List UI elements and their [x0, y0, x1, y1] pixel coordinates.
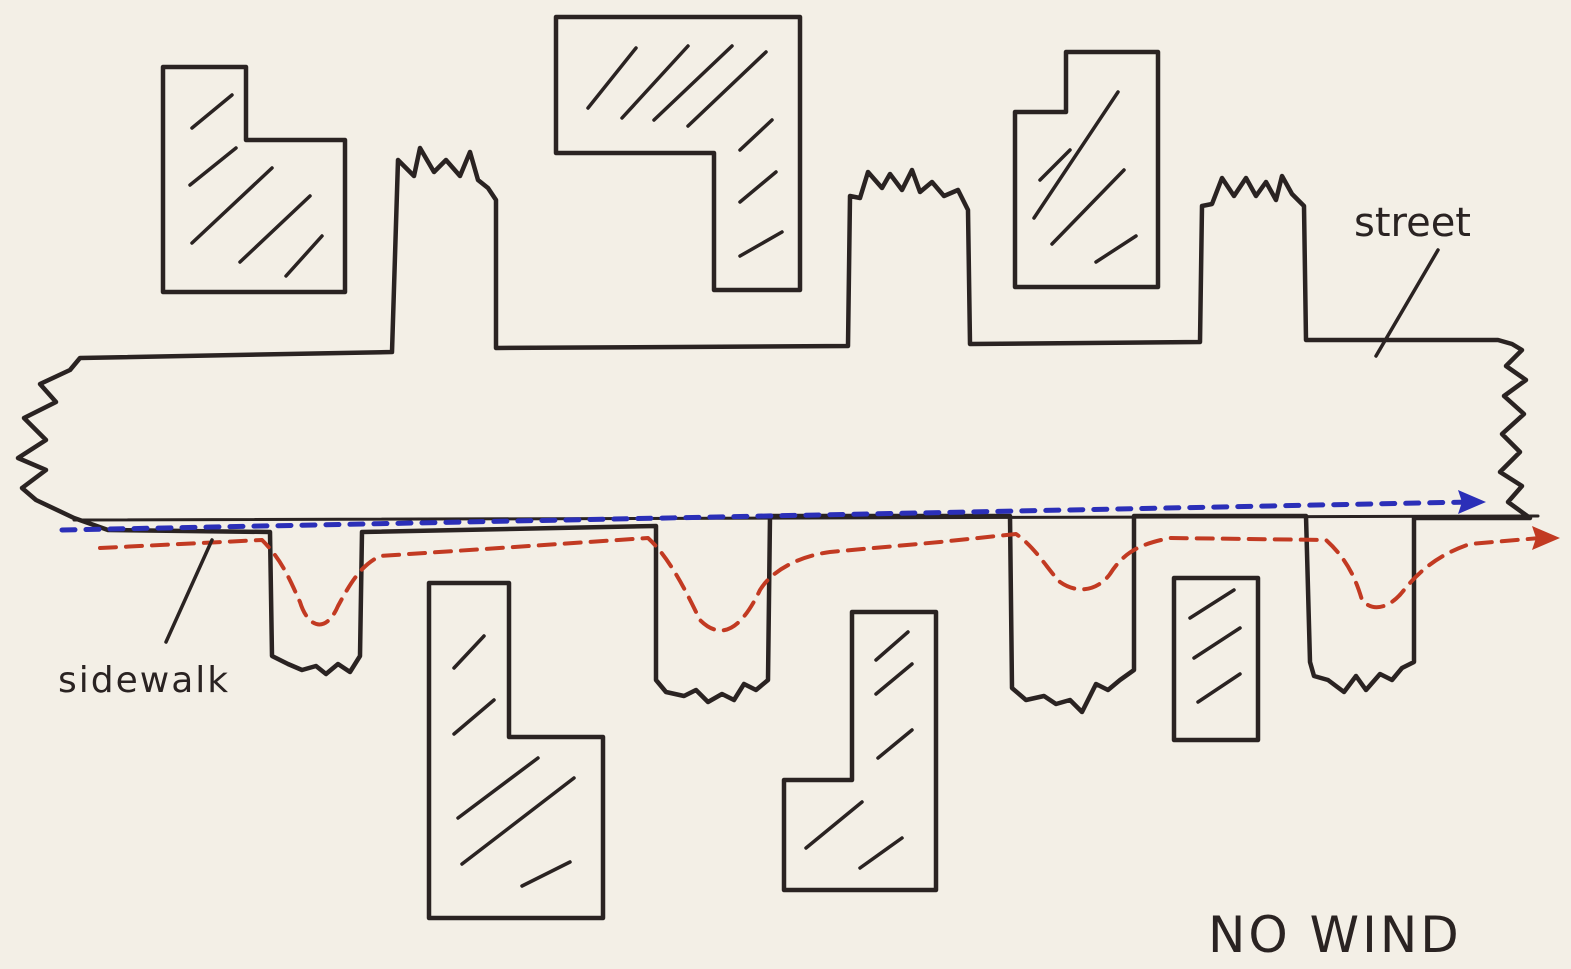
street-outline	[18, 148, 1530, 712]
building-north-3	[1015, 52, 1158, 287]
sidewalk-label: sidewalk	[58, 660, 230, 701]
red-walking-path	[100, 526, 1560, 630]
building-south-2	[784, 612, 936, 890]
blue-path-arrowhead	[1458, 490, 1486, 514]
building-south-1	[429, 583, 603, 918]
red-path-arrowhead	[1532, 526, 1560, 550]
blue-walking-path	[62, 490, 1486, 530]
label-pointers	[166, 250, 1438, 642]
street-label: street	[1354, 200, 1471, 246]
building-south-3	[1174, 578, 1258, 740]
diagram-title: NO WIND	[1208, 906, 1462, 964]
building-north-2	[556, 17, 800, 290]
building-north-1	[163, 67, 345, 292]
